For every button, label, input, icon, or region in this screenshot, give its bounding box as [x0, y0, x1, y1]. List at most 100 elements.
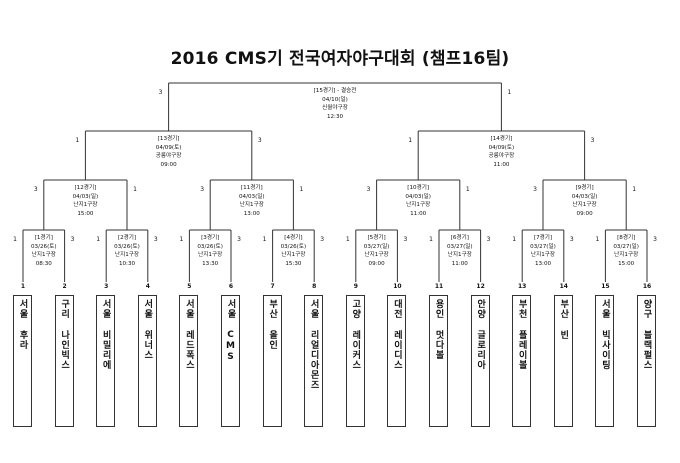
- team-name: 비밀리에: [100, 330, 111, 370]
- score-right: 3: [590, 137, 595, 144]
- game-label: [12경기]: [74, 185, 97, 191]
- game-time: 13:30: [202, 260, 219, 267]
- team-name: 글로리아: [475, 330, 486, 370]
- score-right: 1: [133, 186, 137, 193]
- score-right: 3: [70, 236, 75, 243]
- team-city: 용인: [433, 299, 444, 319]
- score-left: 3: [33, 186, 38, 193]
- game-venue: 난지1구장: [73, 202, 98, 209]
- team-city: 서울: [308, 299, 319, 319]
- team-city: 구리: [59, 299, 70, 319]
- game-date: 03/27(일): [530, 243, 556, 250]
- game-date: 04/09(토): [155, 144, 182, 151]
- team-seed-number: 16: [642, 283, 652, 290]
- team-name: 올인: [267, 330, 278, 350]
- team-seed-number: 2: [62, 283, 67, 290]
- game-date: 03/26(토): [30, 243, 57, 250]
- game-venue: 신월야구장: [322, 105, 348, 112]
- score-left: 1: [512, 236, 517, 243]
- score-right: 3: [257, 137, 262, 144]
- game-time: 13:00: [534, 260, 552, 267]
- team-name: 블랙펄스: [641, 330, 652, 370]
- score-right: 1: [507, 89, 512, 96]
- game-venue: 공릉야구장: [488, 153, 515, 160]
- game-label: [10경기]: [407, 185, 430, 191]
- game-date: 03/27(일): [613, 243, 639, 250]
- game-date: 03/27(일): [363, 243, 390, 250]
- team-city: 서울: [183, 299, 194, 319]
- team-name: 레드폭스: [183, 330, 194, 370]
- score-right: 1: [465, 186, 470, 193]
- game-venue: 난지1구장: [31, 252, 56, 259]
- game-time: 09:00: [576, 210, 593, 217]
- score-left: 3: [533, 186, 537, 193]
- team-seed-number: 15: [601, 283, 610, 290]
- score-right: 3: [153, 236, 158, 243]
- team-name: 플레이볼: [516, 330, 527, 370]
- team-name: 나인빅스: [59, 330, 70, 370]
- game-venue: 난지1구장: [281, 252, 306, 259]
- team-seed-number: 14: [559, 283, 568, 290]
- team-seed-number: 4: [145, 283, 150, 290]
- score-left: 1: [345, 236, 350, 243]
- team-name: 위너스: [142, 330, 153, 360]
- score-right: 3: [653, 236, 657, 243]
- score-right: 3: [403, 236, 408, 243]
- score-left: 1: [408, 137, 413, 144]
- page-title: 2016 CMS기 전국여자야구대회 (챔프16팀): [170, 49, 510, 69]
- game-date: 03/26(토): [114, 243, 140, 250]
- game-time: 15:00: [618, 260, 635, 267]
- team-city: 부천: [516, 299, 527, 319]
- game-venue: 난지1구장: [447, 252, 472, 259]
- game-venue: 난지1구장: [406, 202, 431, 209]
- game-venue: 난지1구장: [530, 252, 556, 259]
- team-name: 후라: [17, 330, 28, 350]
- team-name: 레이디스: [391, 330, 402, 370]
- game-time: 13:00: [243, 210, 260, 217]
- game-time: 12:30: [326, 113, 344, 120]
- game-label: [4경기]: [284, 235, 303, 241]
- team-name: 레이커스: [350, 330, 361, 370]
- team-city: 고양: [350, 299, 361, 319]
- game-date: 04/03(일): [571, 193, 598, 200]
- team-city: 부산: [558, 299, 569, 319]
- game-label: [3경기]: [201, 235, 220, 241]
- team-city: 양구: [641, 299, 652, 319]
- team-name: 리얼디아몬즈: [308, 330, 319, 390]
- game-venue: 난지1구장: [198, 252, 223, 259]
- game-time: 11:00: [493, 161, 510, 168]
- game-time: 09:00: [160, 161, 177, 168]
- team-seed-number: 10: [393, 283, 402, 290]
- game-label: [7경기]: [533, 235, 553, 241]
- score-left: 1: [96, 236, 101, 243]
- score-left: 1: [13, 236, 17, 243]
- score-left: 1: [75, 137, 80, 144]
- score-right: 1: [299, 186, 304, 193]
- score-left: 3: [366, 186, 371, 193]
- team-name: CMS: [225, 330, 236, 363]
- game-time: 09:00: [368, 260, 385, 267]
- game-date: 04/10(일): [322, 96, 348, 103]
- game-label: [6경기]: [450, 235, 469, 241]
